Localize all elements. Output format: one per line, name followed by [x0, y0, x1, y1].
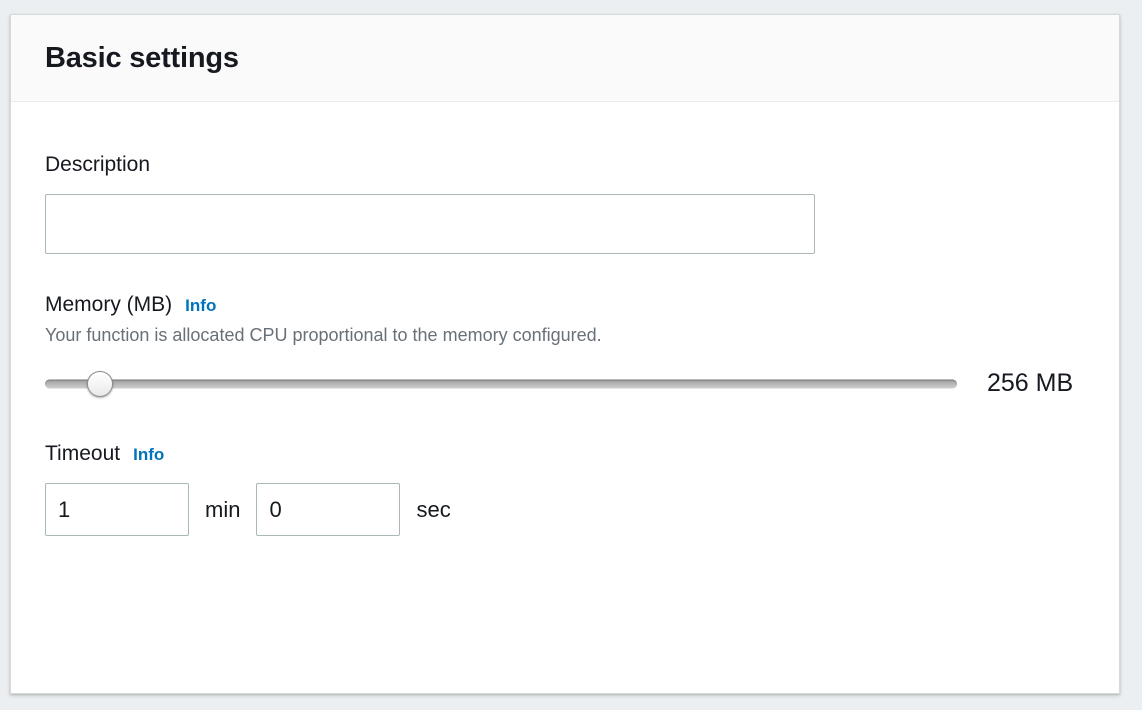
memory-value-display: 256 MB	[987, 369, 1074, 398]
timeout-field-group: Timeout Info min sec	[45, 441, 1085, 537]
memory-label-row: Memory (MB) Info	[45, 292, 1085, 317]
memory-info-link[interactable]: Info	[185, 296, 217, 316]
timeout-label: Timeout	[45, 441, 121, 465]
timeout-seconds-unit-label: sec	[416, 496, 451, 522]
slider-track[interactable]	[45, 379, 957, 389]
memory-label: Memory (MB)	[45, 293, 173, 317]
page-title: Basic settings	[45, 41, 239, 74]
timeout-label-row: Timeout Info	[45, 441, 1085, 466]
timeout-info-link[interactable]: Info	[133, 444, 165, 464]
timeout-inputs-row: min sec	[45, 483, 1085, 537]
basic-settings-panel: Basic settings Description Memory (MB) I…	[10, 14, 1120, 694]
memory-field-group: Memory (MB) Info Your function is alloca…	[45, 292, 1085, 399]
timeout-minutes-unit-label: min	[205, 496, 241, 522]
panel-body: Description Memory (MB) Info Your functi…	[11, 102, 1119, 537]
memory-helper-text: Your function is allocated CPU proportio…	[45, 325, 602, 346]
description-field-group: Description	[45, 152, 1085, 255]
description-input[interactable]	[45, 194, 815, 255]
memory-slider-row: 256 MB	[45, 369, 1085, 399]
timeout-seconds-input[interactable]	[256, 483, 401, 537]
memory-slider[interactable]	[45, 369, 957, 399]
description-label: Description	[45, 153, 151, 176]
slider-thumb[interactable]	[86, 370, 113, 397]
panel-header: Basic settings	[11, 15, 1119, 102]
timeout-minutes-input[interactable]	[45, 483, 189, 537]
